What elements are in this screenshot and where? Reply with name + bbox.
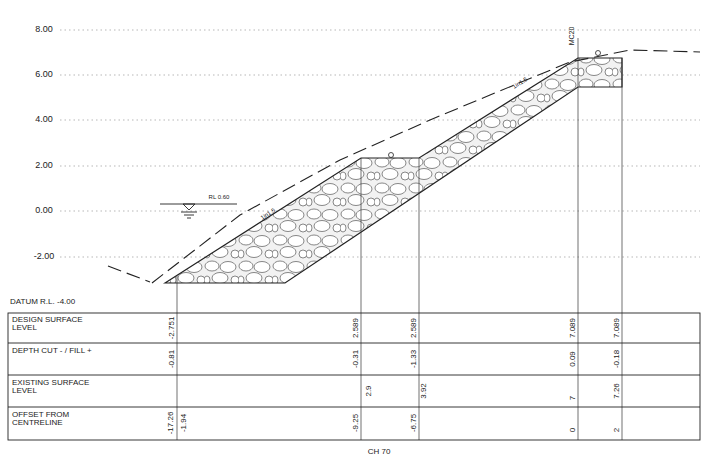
ordinate-lines	[177, 38, 622, 440]
axis-value: 4.00	[35, 115, 53, 124]
table-cell: 2.9	[365, 385, 373, 396]
table-cell: -9.25	[352, 414, 360, 432]
survey-marks	[389, 51, 601, 158]
table-cell: 0.09	[569, 351, 577, 367]
row-header: EXISTING SURFACE LEVEL	[12, 379, 92, 396]
slope-label: 1in1.5	[259, 207, 276, 221]
table-cell: -1.33	[410, 350, 418, 368]
data-table	[8, 313, 700, 440]
slope-label: 1in1.5	[511, 76, 528, 90]
water-level: RL 0.60	[209, 194, 230, 200]
row-header: DEPTH CUT - / FILL +	[12, 347, 92, 355]
axis-value: 6.00	[35, 70, 53, 79]
rock-armour	[165, 58, 622, 283]
table-cell: 7.26	[613, 383, 621, 399]
table-cell: -6.75	[410, 414, 418, 432]
datum-label: DATUM R.L. -4.00	[10, 298, 75, 306]
table-cell: -0.18	[613, 350, 621, 368]
table-cell: -17.26	[167, 412, 175, 435]
table-cell: 2.589	[352, 318, 360, 338]
table-cell: -2.751	[168, 317, 176, 340]
existing-ground	[108, 50, 700, 283]
axis-value: -2.00	[34, 252, 55, 261]
row-header: DESIGN SURFACE LEVEL	[12, 316, 92, 333]
axis-value: 8.00	[35, 25, 53, 34]
row-header: OFFSET FROM CENTRELINE	[12, 411, 92, 428]
table-cell: -1.94	[180, 414, 188, 432]
table-cell: 7.089	[569, 318, 577, 338]
table-cell: 0	[569, 428, 577, 432]
table-cell: 2.589	[410, 318, 418, 338]
table-cell: 7.089	[613, 318, 621, 338]
axis-value: 2.00	[35, 161, 53, 170]
table-cell: 3.92	[420, 383, 428, 399]
section-label: CH 70	[368, 448, 391, 456]
table-cell: -0.81	[168, 350, 176, 368]
axis-value: 0.00	[35, 206, 53, 215]
table-cell: -0.31	[352, 350, 360, 368]
water-level-symbol	[160, 204, 237, 218]
table-cell: 2	[613, 428, 621, 432]
table-cell: 7	[569, 396, 577, 400]
chainage-mark: MC20	[568, 27, 575, 46]
